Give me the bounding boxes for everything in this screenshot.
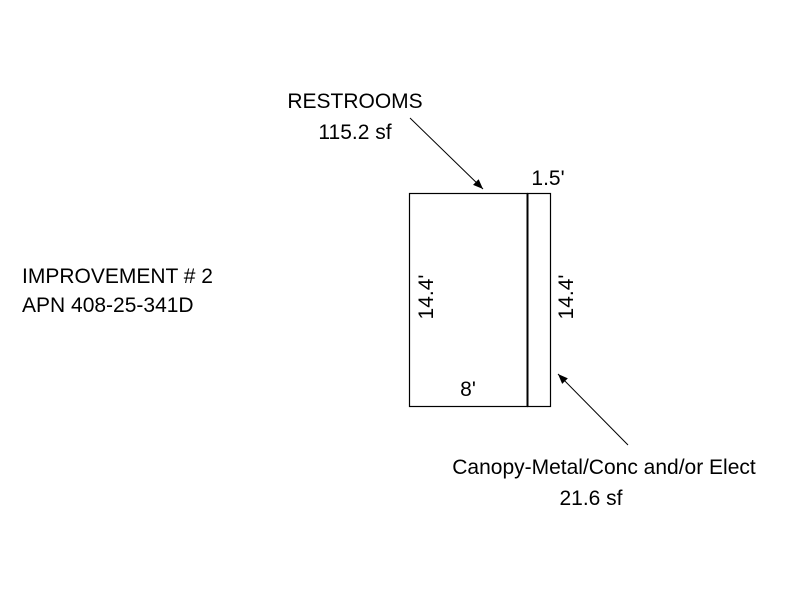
- canopy-width-label: 1.5': [531, 167, 564, 190]
- canopy-arrow: [557, 373, 629, 446]
- improvement-title: IMPROVEMENT # 2: [22, 265, 213, 288]
- restrooms-width-label: 8': [460, 378, 476, 401]
- canopy-label: Canopy-Metal/Conc and/or Elect: [452, 456, 756, 479]
- restrooms-length-label: 14.4': [415, 275, 438, 320]
- improvement-apn: APN 408-25-341D: [22, 294, 194, 317]
- canopy-area: [526, 192, 552, 408]
- restrooms-area-label: 115.2 sf: [318, 121, 391, 144]
- restrooms-label: RESTROOMS: [287, 90, 422, 113]
- canopy-length-label: 14.4': [555, 275, 578, 320]
- canopy-area-label: 21.6 sf: [559, 487, 622, 510]
- restrooms-arrow: [409, 117, 484, 190]
